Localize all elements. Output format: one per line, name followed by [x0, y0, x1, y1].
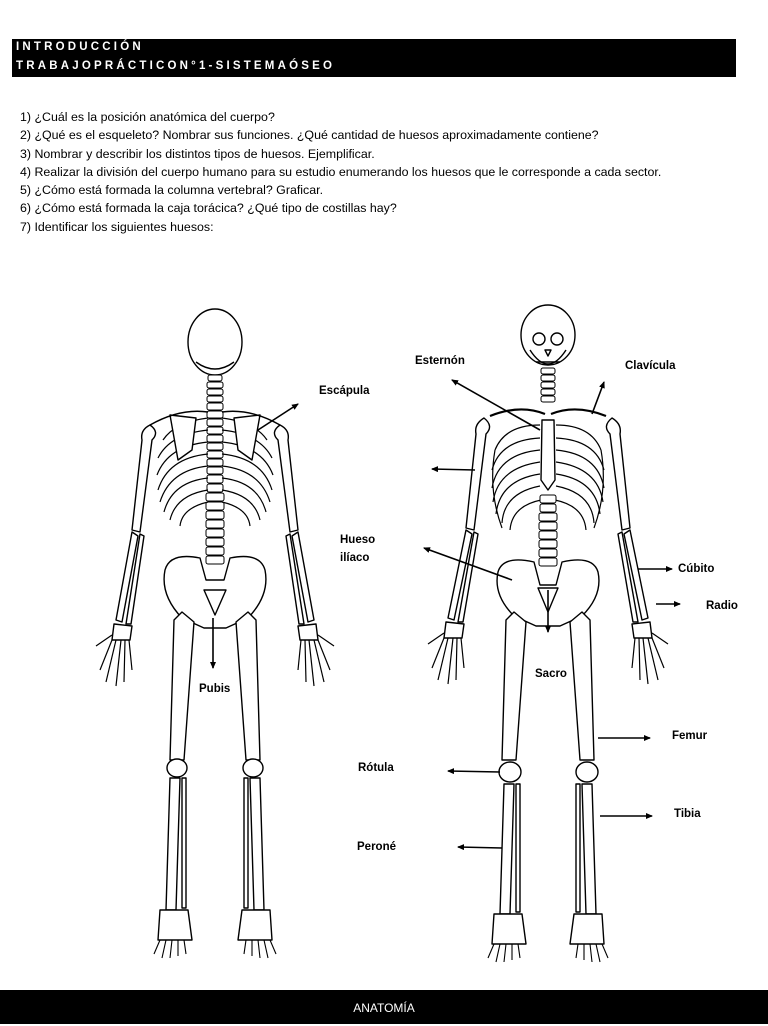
title-line-2: TRABAJOPRÁCTICON°1-SISTEMAÓSEO: [16, 60, 336, 72]
label-escapula: Escápula: [319, 385, 370, 397]
label-tibia: Tibia: [674, 808, 701, 820]
arrow-esternon: [451, 379, 541, 431]
label-radio: Radio: [706, 600, 738, 612]
footer-bar: ANATOMÍA: [0, 990, 768, 1024]
question-3: 3) Nombrar y describir los distintos tip…: [20, 146, 375, 161]
label-perone: Peroné: [357, 841, 396, 853]
arrow-hueso-iliaco: [423, 547, 513, 581]
arrow-perone: [457, 844, 503, 851]
pointer-arrows: [210, 379, 681, 851]
label-hueso-iliaco-line1: Hueso: [340, 534, 376, 546]
label-esternon: Esternón: [415, 355, 465, 367]
posterior-skeleton: [95, 308, 335, 959]
question-1: 1) ¿Cuál es la posición anatómica del cu…: [20, 110, 275, 124]
label-femur: Femur: [672, 730, 708, 742]
arrow-escapula: [257, 403, 299, 431]
arrow-rib: [431, 466, 476, 473]
anterior-skeleton: [427, 304, 669, 963]
arrow-clavicula: [591, 381, 605, 415]
question-5: 5) ¿Cómo está formada la columna vertebr…: [20, 183, 324, 198]
label-sacro: Sacro: [535, 668, 567, 680]
skeleton-drawing: [95, 304, 681, 963]
label-pubis: Pubis: [199, 683, 231, 695]
question-7: 7) Identificar los siguientes huesos:: [20, 219, 214, 234]
title-bar: INTRODUCCIÓN TRABAJOPRÁCTICON°1-SISTEMAÓ…: [12, 39, 736, 77]
question-list: 1) ¿Cuál es la posición anatómica del cu…: [20, 108, 661, 236]
question-4: 4) Realizar la división del cuerpo human…: [20, 164, 662, 179]
title-line-1: INTRODUCCIÓN: [16, 41, 144, 53]
skeleton-figure: Escápula Pubis Esternón Clavícula Hueso …: [0, 290, 768, 990]
arrow-rotula: [447, 768, 501, 775]
label-clavicula: Clavícula: [625, 360, 676, 372]
label-rotula: Rótula: [358, 762, 394, 774]
label-cubito: Cúbito: [678, 563, 715, 575]
label-hueso-iliaco-line2: ilíaco: [340, 552, 370, 564]
question-6: 6) ¿Cómo está formada la caja torácica? …: [20, 201, 397, 216]
footer-title: ANATOMÍA: [353, 1001, 415, 1015]
question-2: 2) ¿Qué es el esqueleto? Nombrar sus fun…: [20, 128, 599, 143]
